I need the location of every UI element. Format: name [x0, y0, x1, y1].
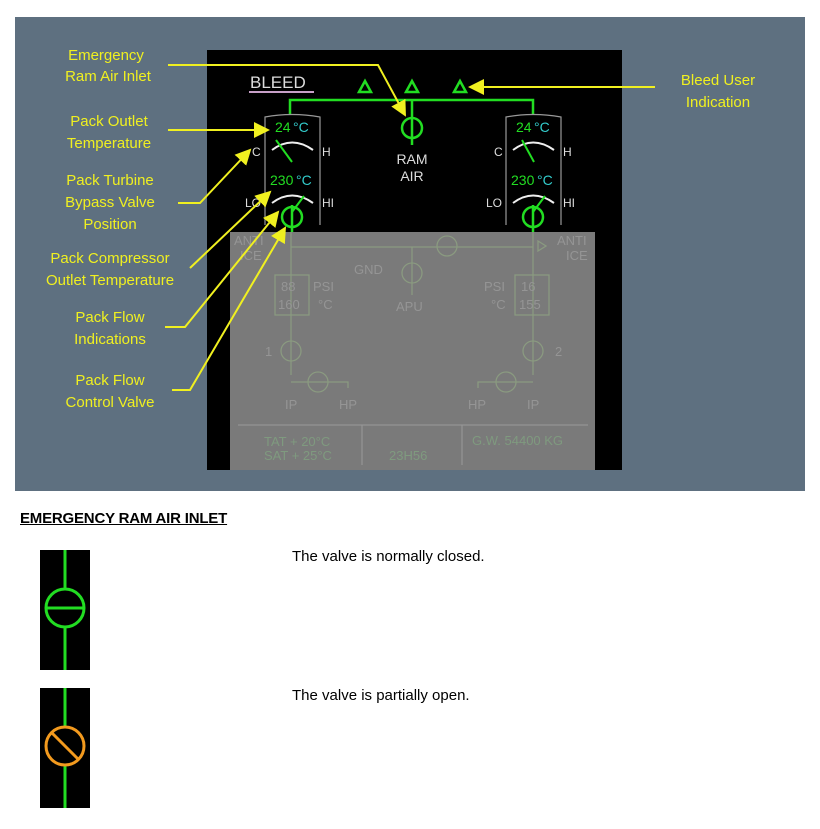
section-heading: EMERGENCY RAM AIR INLET — [20, 510, 228, 527]
svg-text:24: 24 — [275, 119, 291, 135]
callout-arrows — [165, 64, 655, 391]
callout-labels: Emergency Ram Air Inlet Pack Outlet Temp… — [46, 47, 755, 411]
svg-text:G.W. 54400 KG: G.W. 54400 KG — [472, 433, 563, 448]
svg-text:°C: °C — [296, 172, 312, 188]
svg-text:SAT + 25°C: SAT + 25°C — [264, 448, 332, 463]
callout-emergency-ram-air: Emergency — [68, 47, 144, 64]
svg-text:GND: GND — [354, 262, 383, 277]
svg-text:Outlet Temperature: Outlet Temperature — [46, 272, 174, 289]
greyed-bleed-area: ANTI ICE ANTI ICE GND APU 88 160 PSI °C … — [230, 232, 595, 470]
svg-text:ANTI: ANTI — [234, 233, 264, 248]
callout-bypass-valve: Pack Turbine — [66, 172, 154, 189]
svg-text:°C: °C — [491, 297, 506, 312]
ram-air-label: RAM — [396, 151, 427, 167]
svg-text:IP: IP — [527, 397, 539, 412]
pack-flow-gauge — [271, 194, 314, 204]
svg-text:88: 88 — [281, 279, 295, 294]
svg-text:230: 230 — [270, 172, 294, 188]
ram-air-label: AIR — [400, 168, 423, 184]
svg-text:24: 24 — [516, 119, 532, 135]
svg-text:160: 160 — [278, 297, 300, 312]
svg-text:H: H — [322, 145, 331, 159]
triangle-icon — [403, 78, 421, 94]
svg-text:16: 16 — [521, 279, 535, 294]
valve-partially-open-icon — [40, 688, 90, 808]
svg-text:TAT + 20°C: TAT + 20°C — [264, 434, 330, 449]
triangle-icon — [451, 78, 469, 94]
callout-pack-flow: Pack Flow — [75, 309, 144, 326]
callout-bleed-user: Bleed User — [681, 72, 755, 89]
svg-text:PSI: PSI — [484, 279, 505, 294]
callout-flow-control-valve: Pack Flow — [75, 372, 144, 389]
bleed-user-indications — [288, 78, 535, 145]
svg-text:Ram Air Inlet: Ram Air Inlet — [65, 68, 152, 85]
svg-text:Indications: Indications — [74, 331, 146, 348]
svg-text:PSI: PSI — [313, 279, 334, 294]
valve-closed-icon — [40, 550, 90, 670]
svg-text:HP: HP — [468, 397, 486, 412]
svg-text:°C: °C — [534, 119, 550, 135]
svg-text:°C: °C — [293, 119, 309, 135]
gauge-needle — [275, 139, 293, 163]
svg-text:Temperature: Temperature — [67, 135, 151, 152]
triangle-icon — [356, 78, 374, 94]
svg-text:ICE: ICE — [566, 248, 588, 263]
svg-text:Indication: Indication — [686, 94, 750, 111]
svg-text:Control Valve: Control Valve — [66, 394, 155, 411]
right-pack: 24 °C C H 230 °C LO HI — [486, 113, 575, 235]
valve-closed-description: The valve is normally closed. — [292, 548, 485, 565]
svg-text:230: 230 — [511, 172, 535, 188]
svg-text:Bypass Valve: Bypass Valve — [65, 194, 155, 211]
svg-text:155: 155 — [519, 297, 541, 312]
svg-text:H: H — [563, 145, 572, 159]
svg-text:HI: HI — [563, 196, 575, 210]
svg-text:23H56: 23H56 — [389, 448, 427, 463]
page-title: BLEED — [250, 73, 306, 92]
svg-text:°C: °C — [537, 172, 553, 188]
bypass-valve-gauge — [271, 141, 314, 151]
svg-text:HI: HI — [322, 196, 334, 210]
svg-text:Position: Position — [83, 216, 136, 233]
svg-text:HP: HP — [339, 397, 357, 412]
valve-partially-open-description: The valve is partially open. — [292, 687, 470, 704]
svg-text:APU: APU — [396, 299, 423, 314]
svg-text:1: 1 — [265, 344, 272, 359]
svg-text:IP: IP — [285, 397, 297, 412]
svg-text:ANTI: ANTI — [557, 233, 587, 248]
svg-text:°C: °C — [318, 297, 333, 312]
bleed-page-diagram: BLEED RAM AIR 24 °C C H 230 °C LO HI 24 … — [15, 17, 805, 491]
svg-text:LO: LO — [486, 196, 502, 210]
svg-text:2: 2 — [555, 344, 562, 359]
svg-text:C: C — [494, 145, 503, 159]
callout-compressor-temp: Pack Compressor — [50, 250, 169, 267]
callout-pack-outlet-temp: Pack Outlet — [70, 113, 148, 130]
svg-text:C: C — [252, 145, 261, 159]
ram-air-valve-icon — [400, 116, 424, 140]
